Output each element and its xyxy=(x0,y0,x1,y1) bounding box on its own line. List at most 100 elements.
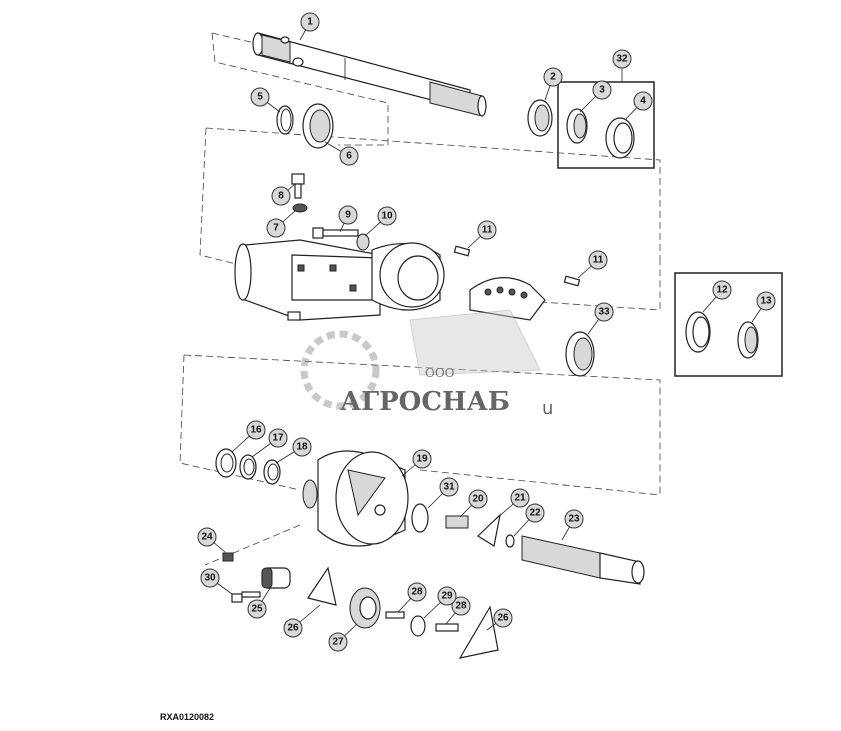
svg-text:10: 10 xyxy=(381,211,393,222)
o-ring-22 xyxy=(505,534,515,548)
svg-text:32: 32 xyxy=(616,54,628,65)
bolt-30 xyxy=(231,591,261,603)
watermark-logo xyxy=(300,309,541,410)
callout-4: 4 xyxy=(624,91,653,121)
callout-30: 30 xyxy=(200,568,233,595)
svg-text:16: 16 xyxy=(250,425,262,436)
callout-20: 20 xyxy=(459,489,488,518)
svg-text:28: 28 xyxy=(411,587,423,598)
lock-plate-21 xyxy=(477,513,501,547)
pin-28-a xyxy=(385,611,405,619)
callout-10: 10 xyxy=(364,206,397,237)
svg-text:11: 11 xyxy=(593,255,604,266)
nut-24 xyxy=(222,552,234,562)
callout-32: 32 xyxy=(612,49,632,82)
svg-text:2: 2 xyxy=(550,72,556,83)
callout-18: 18 xyxy=(275,437,312,464)
callout-28: 28 xyxy=(445,596,471,625)
callout-24: 24 xyxy=(197,527,226,553)
planet-gear xyxy=(349,587,381,629)
housing-cover xyxy=(469,276,546,321)
callout-6: 6 xyxy=(324,141,359,166)
input-shaft xyxy=(252,32,487,117)
svg-text:1: 1 xyxy=(307,17,313,28)
callout-5: 5 xyxy=(250,87,281,113)
bearing-cone xyxy=(566,108,588,144)
callout-29: 29 xyxy=(423,586,457,619)
svg-text:8: 8 xyxy=(278,191,284,202)
callout-28: 28 xyxy=(397,582,427,613)
svg-text:18: 18 xyxy=(296,442,308,453)
svg-text:25: 25 xyxy=(251,604,263,615)
seal-ring xyxy=(527,99,553,137)
watermark-suffix: u xyxy=(542,398,553,419)
svg-text:26: 26 xyxy=(287,623,299,634)
bearing-cup xyxy=(605,117,635,159)
callout-16: 16 xyxy=(231,420,266,453)
bearing-cup-12 xyxy=(685,311,711,353)
sleeve-25 xyxy=(261,567,291,589)
carrier-plate-left xyxy=(307,566,337,606)
callout-19: 19 xyxy=(401,449,432,477)
svg-text:13: 13 xyxy=(760,296,772,307)
washer xyxy=(292,203,308,213)
snap-ring xyxy=(276,105,294,135)
svg-text:5: 5 xyxy=(257,92,263,103)
svg-text:11: 11 xyxy=(482,225,493,236)
callout-26: 26 xyxy=(283,604,321,638)
planet-carrier xyxy=(302,450,409,547)
svg-text:22: 22 xyxy=(529,508,541,519)
callout-25: 25 xyxy=(247,584,273,619)
pin-20 xyxy=(445,515,469,529)
svg-text:6: 6 xyxy=(346,151,352,162)
svg-text:12: 12 xyxy=(716,285,728,296)
svg-text:29: 29 xyxy=(441,591,453,602)
callout-22: 22 xyxy=(513,503,545,537)
callout-9: 9 xyxy=(338,205,358,233)
svg-text:31: 31 xyxy=(443,482,455,493)
thrust-washer xyxy=(411,503,429,533)
svg-text:17: 17 xyxy=(272,433,284,444)
seal-33 xyxy=(565,331,595,377)
dowel-pin-2 xyxy=(563,275,581,287)
svg-text:28: 28 xyxy=(455,601,467,612)
washer-29 xyxy=(410,615,426,637)
carrier-plate-right xyxy=(458,605,499,659)
callout-2: 2 xyxy=(543,67,563,101)
output-shaft xyxy=(521,535,645,585)
cap-screw xyxy=(291,173,305,199)
callout-27: 27 xyxy=(328,623,358,652)
svg-text:19: 19 xyxy=(416,454,428,465)
svg-text:21: 21 xyxy=(514,493,526,504)
kit-box-12-13 xyxy=(674,272,783,377)
svg-text:24: 24 xyxy=(201,532,213,543)
svg-text:7: 7 xyxy=(273,223,279,234)
svg-text:26: 26 xyxy=(497,613,509,624)
dowel-pin-1 xyxy=(453,245,471,257)
svg-text:20: 20 xyxy=(472,494,484,505)
ball-bearing xyxy=(302,103,334,149)
callout-13: 13 xyxy=(751,291,776,323)
watermark-prefix: ООО xyxy=(425,366,455,380)
svg-text:9: 9 xyxy=(345,210,351,221)
watermark-name: АГРОСНАБ xyxy=(340,387,510,417)
callout-17: 17 xyxy=(251,428,288,458)
callout-23: 23 xyxy=(561,509,584,541)
callout-8: 8 xyxy=(271,183,296,206)
reference-code: RXA0120082 xyxy=(160,712,215,722)
svg-text:27: 27 xyxy=(332,637,344,648)
callout-33: 33 xyxy=(587,302,614,335)
callout-21: 21 xyxy=(495,488,530,520)
gear-housing xyxy=(234,239,445,321)
svg-text:23: 23 xyxy=(568,514,580,525)
callout-26: 26 xyxy=(486,608,513,631)
callout-3: 3 xyxy=(579,80,612,113)
callout-11: 11 xyxy=(467,220,497,249)
svg-text:30: 30 xyxy=(204,573,216,584)
callout-12: 12 xyxy=(702,280,732,313)
cover-holes xyxy=(484,286,528,299)
bearing-cone-13 xyxy=(737,321,759,359)
pin-28-b xyxy=(435,623,459,632)
